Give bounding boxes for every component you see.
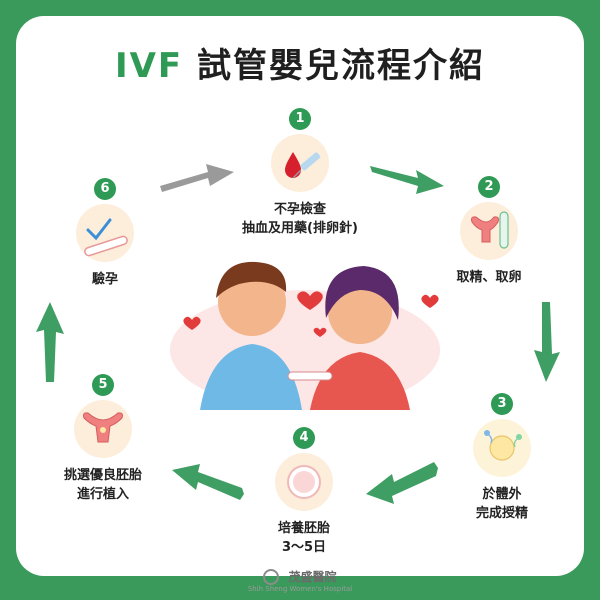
blood-syringe-icon [271,134,329,192]
step-number: 3 [491,393,513,415]
uterus-testtube-icon [460,202,518,260]
step-label-line1: 驗孕 [91,272,118,287]
heart-icon [183,291,439,337]
step-4: 4 培養胚胎 3～5日 [229,427,379,557]
step-label-line2: 3～5日 [281,540,327,555]
step-number: 4 [293,427,315,449]
arrow-1-to-2 [370,166,444,194]
step-1: 1 不孕檢查 抽血及用藥(排卵針) [225,108,375,238]
step-label-line2: 抽血及用藥(排卵針) [242,221,358,236]
embryo-icon [275,453,333,511]
uterus-implant-icon [74,400,132,458]
arrow-6-to-1 [160,164,234,192]
title-text: 試管嬰兒流程介紹 [197,46,486,86]
step-number: 6 [94,178,116,200]
couple-illustration [160,240,450,420]
hospital-logo-icon [263,568,280,585]
pregnancy-test-icon [76,204,134,262]
step-5: 5 挑選優良胚胎 進行植入 [28,374,178,504]
step-label-line1: 培養胚胎 [277,521,330,536]
step-label-line2: 完成授精 [475,506,528,521]
step-label-line1: 不孕檢查 [273,202,326,217]
step-2: 2 取精、取卵 [414,176,564,287]
step-number: 1 [289,108,311,130]
step-number: 2 [478,176,500,198]
step-6: 6 驗孕 [30,178,180,289]
hospital-footer: 茂盛醫院 Shih Sheng Women's Hospital [0,566,600,593]
arrow-5-to-6 [36,302,64,382]
arrow-2-to-3 [534,302,560,382]
hospital-name: 茂盛醫院 [288,570,337,584]
hospital-subtitle: Shih Sheng Women's Hospital [247,585,353,593]
title-accent: IVF [114,46,184,86]
arrow-4-to-5 [172,464,244,500]
step-label-line2: 進行植入 [76,487,129,502]
step-number: 5 [92,374,114,396]
step-3: 3 於體外 完成授精 [427,393,577,523]
page-title: IVF 試管嬰兒流程介紹 [0,38,600,87]
step-label-line1: 於體外 [482,487,522,502]
step-label-line1: 挑選優良胚胎 [63,468,142,483]
fertilization-icon [473,419,531,477]
step-label-line1: 取精、取卵 [456,270,522,285]
arrow-3-to-4 [366,462,438,504]
